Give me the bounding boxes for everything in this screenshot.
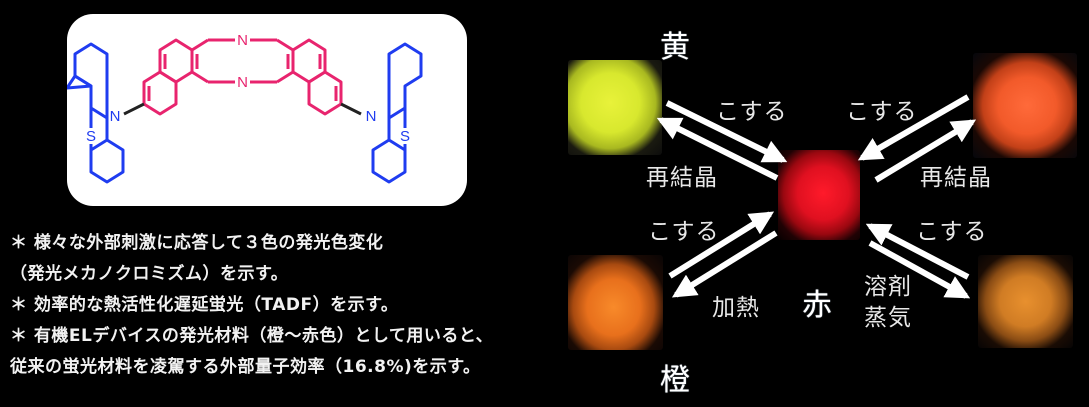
label-yellow-to-red: こする <box>716 99 788 125</box>
label-amber-to-red: こする <box>916 219 988 245</box>
red-powder-photo <box>778 150 860 240</box>
molecule-structure-panel: N N N S N S <box>67 14 467 206</box>
right-donor-sulfur: S <box>400 128 410 145</box>
orange-powder-photo-top-right <box>973 53 1077 158</box>
arrow-orange-to-red <box>668 211 775 279</box>
arrow-red-to-yellow <box>656 117 779 181</box>
state-label-red: 赤 <box>802 288 832 323</box>
state-label-yellow: 黄 <box>660 30 690 65</box>
core-nitrogen-top: N <box>237 32 248 49</box>
arrow-red-to-orange <box>671 230 778 298</box>
label-red-to-amber-line1: 溶剤 <box>864 274 912 300</box>
label-red-to-yellow: 再結晶 <box>646 165 718 191</box>
orange-powder-photo <box>568 255 663 350</box>
label-orange-tr-to-red: こする <box>846 99 918 125</box>
label-red-to-orange-tr: 再結晶 <box>920 165 992 191</box>
arrow-orange-tr-to-red <box>857 94 970 161</box>
arrow-red-to-amber <box>868 240 971 299</box>
left-donor-nitrogen: N <box>110 108 121 125</box>
label-orange-to-red: こする <box>648 219 720 245</box>
note-mechanochromism: ＊ 様々な外部刺激に応答して３色の発光色変化 <box>10 233 384 253</box>
state-label-orange: 橙 <box>660 363 690 398</box>
note-oled-cont: 従来の蛍光材料を凌駕する外部量子効率（16.8%)を示す。 <box>10 357 481 377</box>
left-donor-sulfur: S <box>86 128 96 145</box>
arrow-yellow-to-red <box>665 100 788 163</box>
phenothiazine-donors <box>67 42 423 184</box>
yellow-powder-photo <box>568 60 662 155</box>
arrow-amber-to-red <box>865 223 970 280</box>
label-red-to-amber: 溶剤 蒸気 <box>864 272 912 334</box>
note-mechanochromism-cont: （発光メカノクロミズム）を示す。 <box>10 264 289 284</box>
label-red-to-orange: 加熱 <box>712 295 760 321</box>
linker-bonds <box>123 102 362 116</box>
note-tadf: ＊ 効率的な熱活性化遅延蛍光（TADF）を示す。 <box>10 295 399 315</box>
label-red-to-amber-line2: 蒸気 <box>864 305 912 331</box>
core-nitrogen-bottom: N <box>237 74 248 91</box>
dibenzophenazine-core <box>142 38 343 116</box>
arrow-red-to-orange-tr <box>874 119 977 183</box>
amber-powder-photo <box>978 255 1073 348</box>
right-donor-nitrogen: N <box>366 108 377 125</box>
molecule-structure-diagram: N N N S N S <box>67 32 423 184</box>
note-oled: ＊ 有機ELデバイスの発光材料（橙～赤色）として用いると、 <box>10 326 494 346</box>
